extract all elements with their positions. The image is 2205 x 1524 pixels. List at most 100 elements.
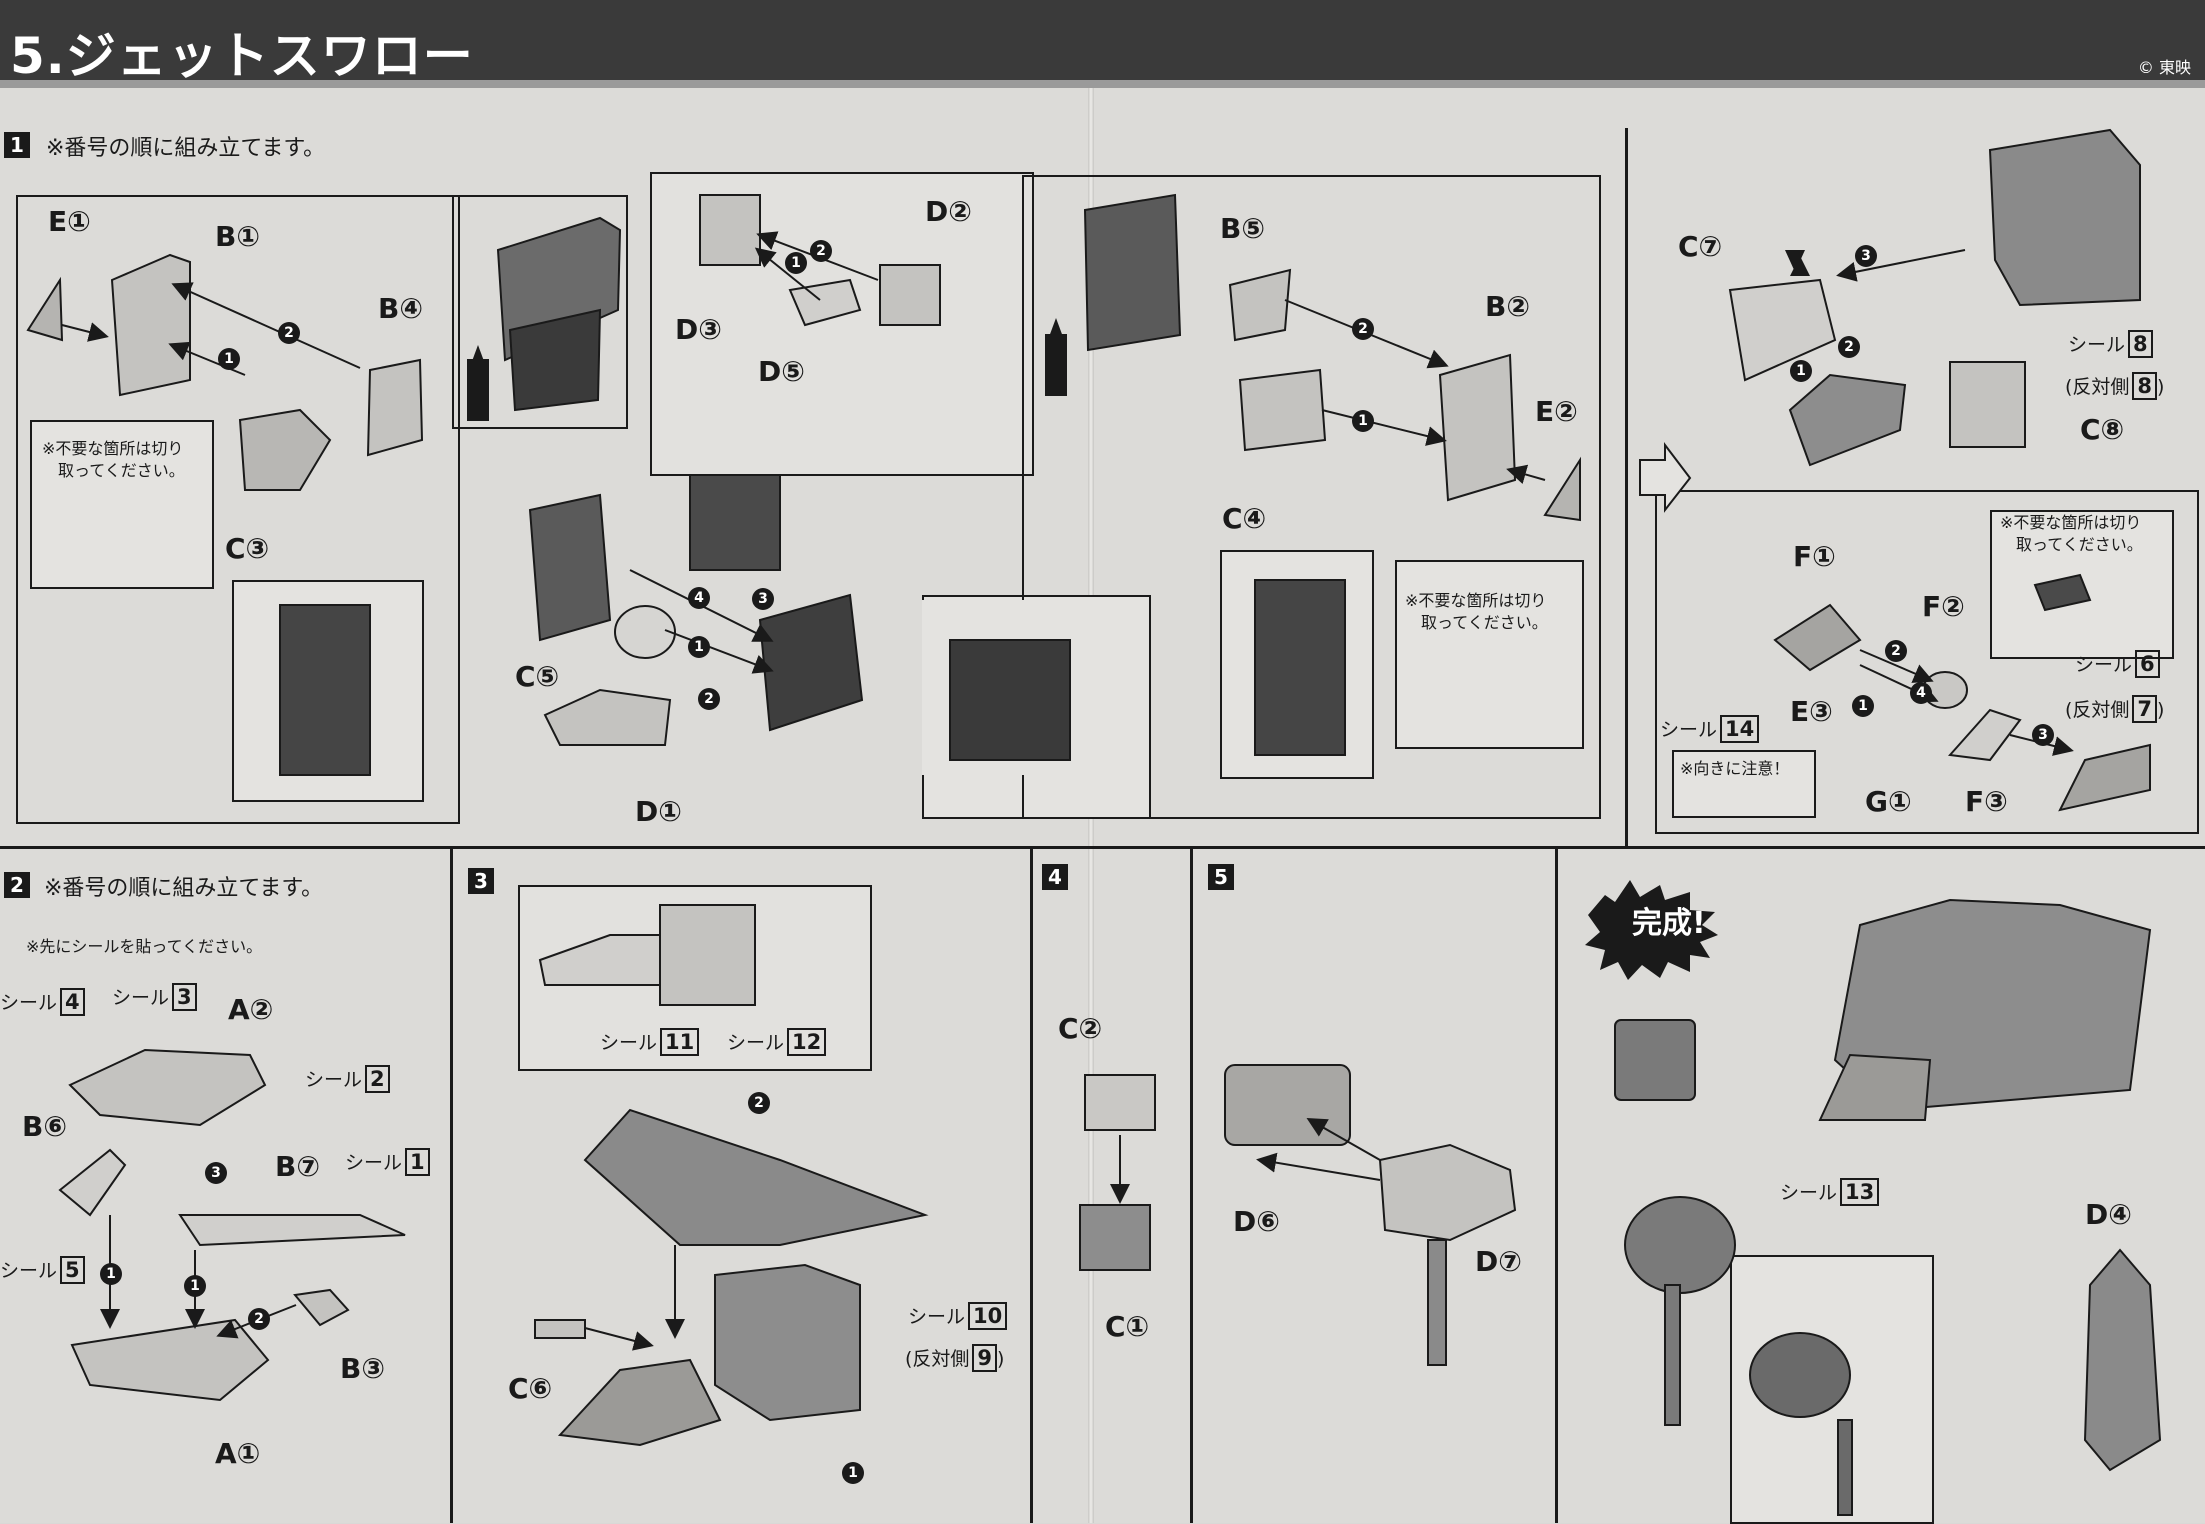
part-label: D② <box>925 195 972 228</box>
part-b6 <box>58 1148 127 1217</box>
order-number: 4 <box>688 587 710 609</box>
part-label: B④ <box>378 292 424 325</box>
complete-badge-burst <box>1585 880 1718 980</box>
part-engine-assembly <box>714 1263 861 1422</box>
step-2-subnote: ※先にシールを貼ってください。 <box>26 937 263 956</box>
order-number: 1 <box>688 636 710 658</box>
part-label: C④ <box>1222 502 1267 535</box>
cut-note-box <box>1395 560 1584 749</box>
part-label: C① <box>1105 1310 1150 1343</box>
step-1-note: ※番号の順に組み立てます。 <box>46 136 326 161</box>
step-2-note: ※番号の順に組み立てます。 <box>44 876 324 901</box>
part-b4 <box>366 358 424 457</box>
part-frame-right <box>1083 193 1182 352</box>
part-nose-detail <box>538 934 661 986</box>
order-number: 3 <box>2032 724 2054 746</box>
part-label: B⑦ <box>275 1150 321 1183</box>
part-e1 <box>26 276 64 342</box>
order-number: 3 <box>1855 245 1877 267</box>
cut-note-box <box>30 420 214 589</box>
part-label: C⑦ <box>1678 230 1723 263</box>
section-divider <box>450 849 453 1523</box>
part-nose <box>1788 373 1907 467</box>
part-c2 <box>1084 1074 1156 1131</box>
orientation-note-box <box>1672 750 1816 818</box>
order-number: 1 <box>842 1462 864 1484</box>
step-1-badge: 1 <box>4 132 30 158</box>
callout-frame <box>1655 490 2199 834</box>
part-label: E① <box>48 205 91 238</box>
order-number: 1 <box>785 252 807 274</box>
part-d3 <box>699 194 761 266</box>
part-c7 <box>1728 278 1837 382</box>
part-e2 <box>1543 456 1581 522</box>
part-frame <box>496 216 622 362</box>
part-c5 <box>614 605 676 659</box>
part-label: C⑥ <box>508 1372 553 1405</box>
order-number: 2 <box>278 322 300 344</box>
part-detail <box>949 639 1071 761</box>
part-b7 <box>178 1214 406 1247</box>
order-number: 1 <box>218 348 240 370</box>
order-number: 2 <box>698 688 720 710</box>
part-label: B⑥ <box>22 1110 68 1143</box>
part-c3-detail <box>279 604 371 776</box>
copyright-mark: © 東映 <box>2137 58 2191 77</box>
complete-label: 完成! <box>1632 906 1706 941</box>
cut-note: ※不要な箇所は切り 取ってください。 <box>1405 591 1548 632</box>
part-frame-center <box>528 493 612 642</box>
part-label: C③ <box>225 532 270 565</box>
part-block-detail <box>659 904 756 1006</box>
next-arrow-icon <box>1639 442 1692 513</box>
order-number: 3 <box>205 1162 227 1184</box>
part-label: C⑧ <box>2080 413 2125 446</box>
order-number: 1 <box>1352 410 1374 432</box>
step-3-badge: 3 <box>468 868 494 894</box>
part-d5 <box>788 278 862 327</box>
part-c4-detail <box>1254 579 1346 756</box>
part-b5 <box>1228 268 1292 342</box>
part-wing <box>583 1108 929 1246</box>
order-number: 1 <box>184 1275 206 1297</box>
part-label: F③ <box>1965 785 2008 818</box>
part-jet-weapon <box>1624 1196 1736 1294</box>
part-g1 <box>1947 708 2022 762</box>
part-label: B⑤ <box>1220 212 1266 245</box>
part-label: D⑦ <box>1475 1245 1522 1278</box>
part-c6 <box>534 1319 586 1339</box>
part-b2 <box>1438 353 1517 502</box>
order-number: 2 <box>1885 640 1907 662</box>
part-label: A② <box>228 993 274 1026</box>
part-c3 <box>238 408 332 491</box>
part-a2 <box>68 1048 267 1127</box>
order-number: 2 <box>1352 318 1374 340</box>
order-number: 2 <box>1838 336 1860 358</box>
part-engine <box>1988 128 2141 307</box>
part-label: D⑤ <box>758 355 805 388</box>
part-label: D⑥ <box>1233 1205 1280 1238</box>
part-label: C⑤ <box>515 660 560 693</box>
cut-note: ※不要な箇所は切り 取ってください。 <box>2000 513 2143 554</box>
part-label: F② <box>1922 590 1965 623</box>
order-number: 2 <box>810 240 832 262</box>
page-title: 5.ジェットスワロー <box>10 27 474 85</box>
part-jet-weapon-detail <box>1749 1332 1851 1418</box>
part-label: D① <box>635 795 682 828</box>
part-block <box>689 474 781 571</box>
part-label: D④ <box>2085 1198 2132 1231</box>
part-label: E② <box>1535 395 1578 428</box>
part-label: A① <box>215 1437 261 1470</box>
order-number: 3 <box>752 588 774 610</box>
cut-note: ※不要な箇所は切り 取ってください。 <box>42 439 185 480</box>
part-d2 <box>879 264 941 326</box>
part-b3 <box>293 1288 350 1327</box>
